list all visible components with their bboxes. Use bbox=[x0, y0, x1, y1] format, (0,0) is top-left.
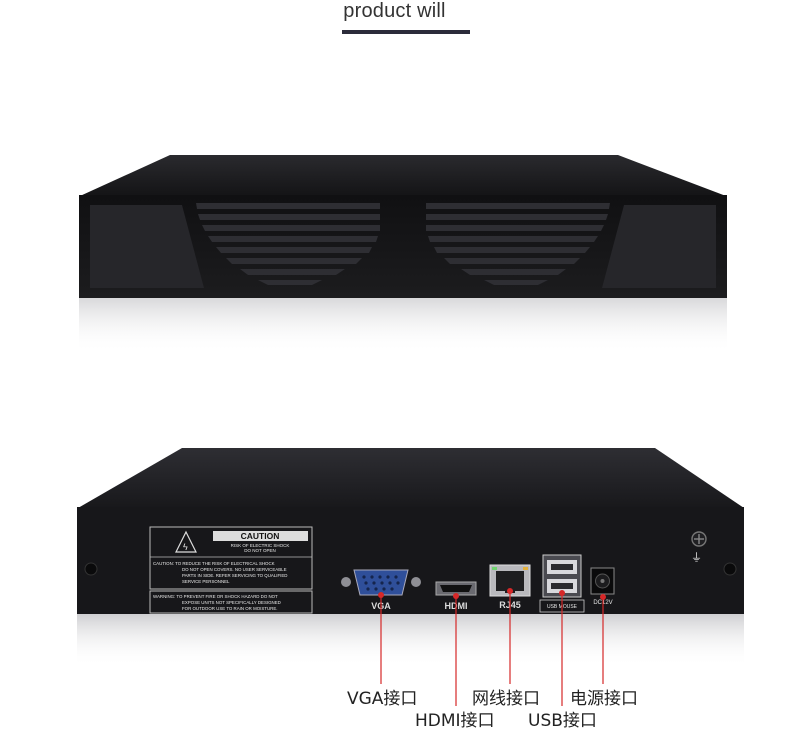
front-vent-right bbox=[426, 203, 610, 285]
caution-label: ϟ CAUTION RISK OF ELECTRIC SHOCK DO NOT … bbox=[149, 526, 313, 614]
callout-usb: USB接口 bbox=[528, 711, 597, 731]
front-right-recess bbox=[602, 205, 716, 288]
front-vent-left bbox=[196, 203, 380, 285]
heading-title: product will bbox=[343, 0, 446, 22]
shock-warning-icon bbox=[175, 530, 197, 553]
left-screw-icon bbox=[84, 562, 98, 576]
callout-lan: 网线接口 bbox=[472, 689, 540, 709]
callout-vga: VGA接口 bbox=[347, 689, 418, 709]
warning-line3: FOR OUTDOOR USE TO RAIN OR MOISTURE. bbox=[182, 606, 277, 611]
front-left-recess bbox=[90, 205, 204, 288]
heading-underline bbox=[342, 30, 470, 34]
heading: product will bbox=[0, 0, 789, 34]
caution-sub2: DO NOT OPEN bbox=[244, 548, 275, 553]
caution-body3: PARTS IN SIDE. REFER SERVICING TO QUALIF… bbox=[182, 573, 287, 578]
back-reflection bbox=[77, 614, 744, 666]
callout-hdmi: HDMI接口 bbox=[415, 711, 495, 731]
warning-line2: EXPOSE UNITS NOT SPECIFICALLY DESIGNED bbox=[182, 600, 281, 605]
ground-symbol-icon: ⏚ bbox=[691, 551, 702, 564]
warning-line1: WARNING: TO PREVENT FIRE OR SHOCK HAZARD… bbox=[153, 594, 278, 599]
caution-body1: CAUTION: TO REDUCE THE RISK OF ELECTRICA… bbox=[153, 561, 275, 566]
back-view: ⏚ ϟ CAUTION RISK OF ELECTRIC SHOCK DO NO… bbox=[77, 448, 744, 666]
caution-body4: SERVICE PERSONNEL bbox=[182, 579, 230, 584]
front-reflection bbox=[79, 298, 727, 353]
caution-body2: DO NOT OPEN COVERS. NO USER SERVICEABLE bbox=[182, 567, 287, 572]
back-panel bbox=[77, 507, 744, 614]
right-screw-icon bbox=[723, 562, 737, 576]
callout-lines bbox=[378, 588, 606, 706]
caution-title: CAUTION bbox=[241, 531, 280, 541]
front-top-panel bbox=[80, 155, 726, 196]
front-view bbox=[79, 155, 727, 353]
back-top-panel bbox=[78, 448, 744, 508]
caution-sub1: RISK OF ELECTRIC SHOCK bbox=[231, 543, 290, 548]
svg-text:ϟ: ϟ bbox=[183, 542, 188, 552]
callout-power: 电源接口 bbox=[570, 689, 638, 709]
